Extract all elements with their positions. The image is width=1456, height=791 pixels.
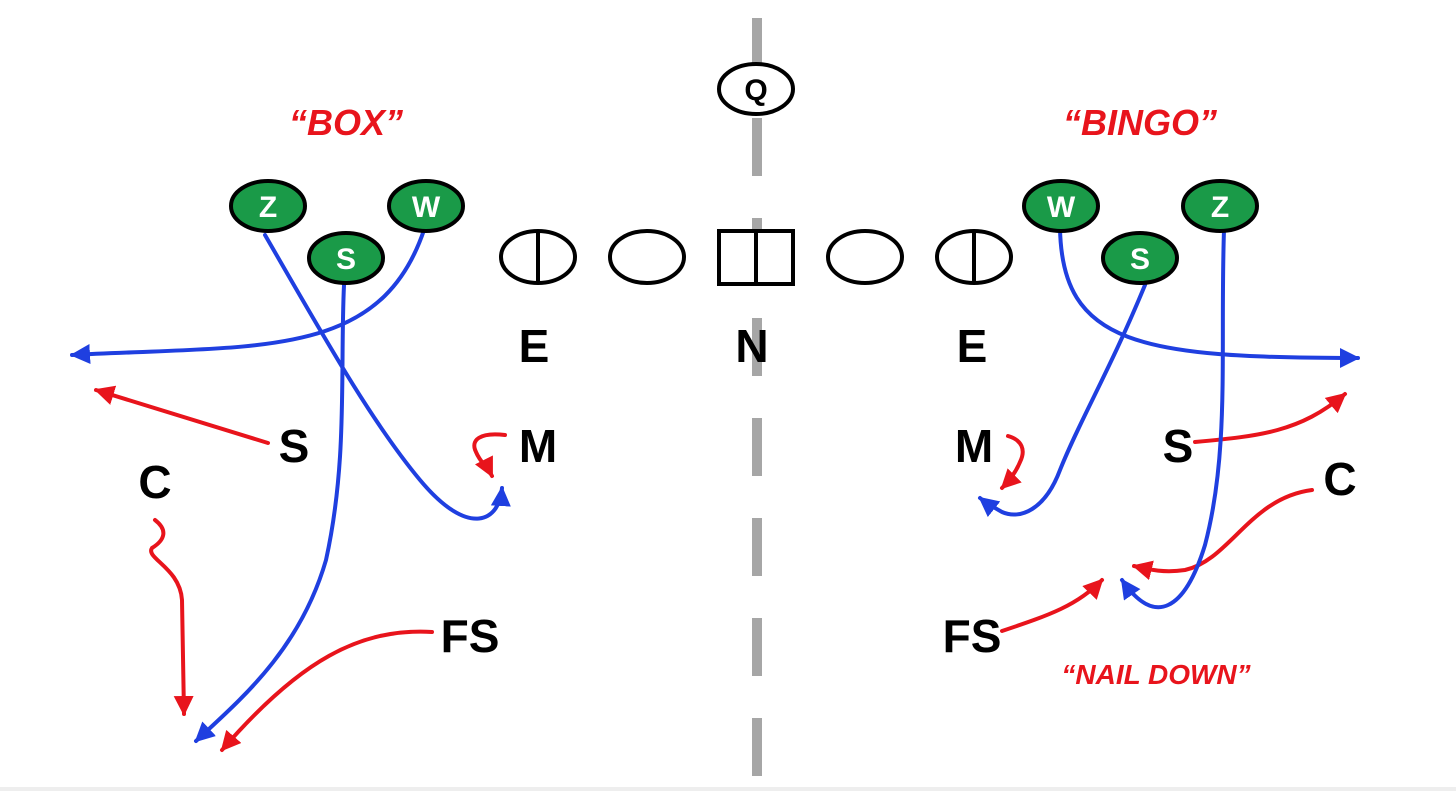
svg-text:S: S bbox=[336, 243, 356, 276]
right-tackle bbox=[935, 229, 1013, 285]
receivers: Z S W W S Z bbox=[229, 179, 1259, 285]
left-s-path bbox=[94, 385, 270, 445]
right-guard bbox=[826, 229, 904, 285]
right-s-receiver: S bbox=[1101, 231, 1179, 285]
nose-label: N bbox=[735, 320, 768, 372]
right-m-path bbox=[1000, 434, 1025, 490]
left-end-label: E bbox=[519, 320, 550, 372]
center-square bbox=[717, 229, 795, 286]
right-mike-label: M bbox=[955, 420, 993, 472]
left-fs-path bbox=[220, 629, 434, 752]
left-guard bbox=[608, 229, 686, 285]
nail-down-label: “NAIL DOWN” bbox=[1061, 659, 1250, 690]
offense-routes bbox=[70, 226, 1360, 743]
right-w-route bbox=[1058, 226, 1360, 368]
left-free-safety-label: FS bbox=[441, 610, 500, 662]
svg-text:Z: Z bbox=[1211, 191, 1229, 224]
right-s-route bbox=[978, 283, 1147, 518]
right-fs-path bbox=[1000, 578, 1104, 633]
bottom-divider bbox=[0, 787, 1456, 791]
left-corner-label: C bbox=[138, 456, 171, 508]
right-c-path bbox=[1132, 488, 1314, 581]
quarterback-marker bbox=[717, 62, 795, 116]
right-safety-label: S bbox=[1163, 420, 1194, 472]
svg-text:Z: Z bbox=[259, 191, 277, 224]
left-z-route bbox=[263, 233, 511, 521]
quarterback-label: Q bbox=[744, 74, 767, 107]
right-z-receiver: Z bbox=[1181, 179, 1259, 233]
left-z-receiver: Z bbox=[229, 179, 307, 233]
right-corner-label: C bbox=[1323, 453, 1356, 505]
right-call-label: “BINGO” bbox=[1063, 102, 1217, 143]
right-free-safety-label: FS bbox=[943, 610, 1002, 662]
left-tackle bbox=[499, 229, 577, 285]
left-s-receiver: S bbox=[307, 231, 385, 285]
left-s-route bbox=[194, 283, 346, 743]
left-m-path bbox=[472, 432, 507, 478]
left-safety-label: S bbox=[279, 420, 310, 472]
svg-text:S: S bbox=[1130, 243, 1150, 276]
defense-labels: E N E M M S S C C FS FS bbox=[138, 320, 1356, 662]
left-c-path bbox=[149, 518, 194, 716]
svg-text:W: W bbox=[1047, 191, 1076, 224]
left-w-route bbox=[70, 228, 426, 365]
left-call-label: “BOX” bbox=[289, 102, 403, 143]
quarterback: Q bbox=[717, 62, 795, 116]
right-z-route bbox=[1120, 228, 1226, 610]
left-w-receiver: W bbox=[387, 179, 465, 233]
right-s-path bbox=[1193, 392, 1347, 444]
defense-paths bbox=[94, 385, 1347, 752]
left-mike-label: M bbox=[519, 420, 557, 472]
offensive-line bbox=[499, 229, 1013, 286]
right-w-receiver: W bbox=[1022, 179, 1100, 233]
right-end-label: E bbox=[957, 320, 988, 372]
svg-text:W: W bbox=[412, 191, 441, 224]
